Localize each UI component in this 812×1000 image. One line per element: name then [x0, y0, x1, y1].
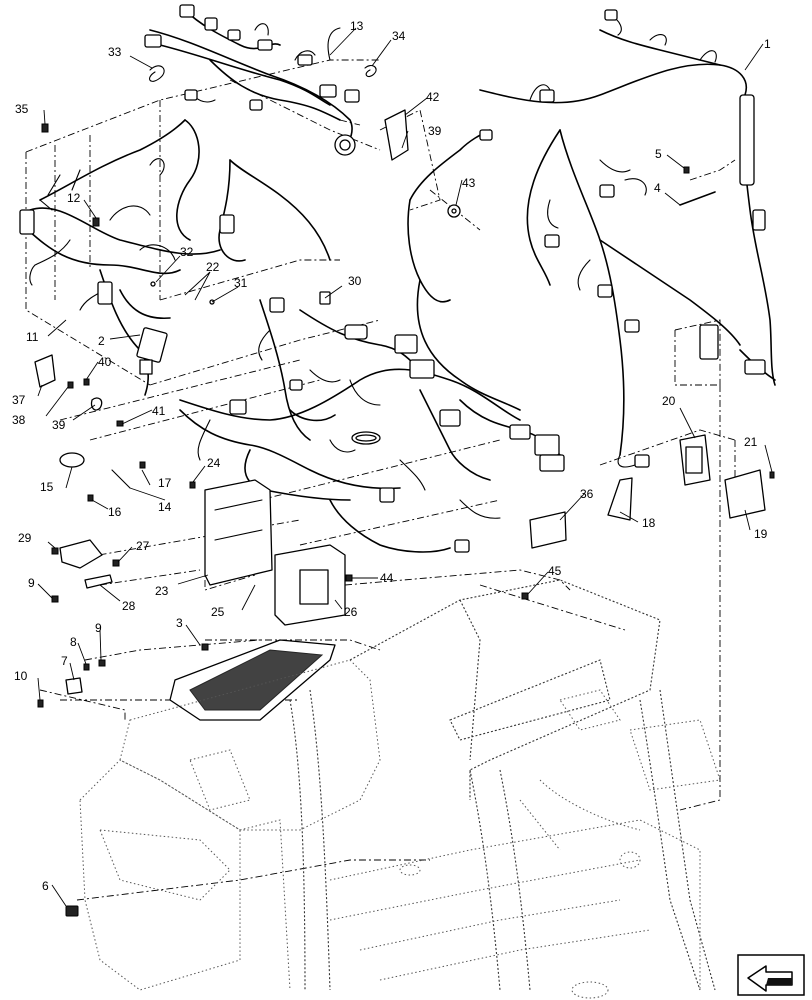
callout-17: 17 [158, 476, 172, 490]
machine-frame [79, 579, 721, 999]
callout-14: 14 [158, 500, 172, 514]
callout-36: 36 [580, 487, 594, 501]
callout-27: 27 [136, 539, 150, 553]
callout-13: 13 [350, 19, 364, 33]
center-wire-harness [179, 297, 565, 553]
callout-15: 15 [40, 480, 54, 494]
callout-23: 23 [155, 584, 169, 598]
callout-41: 41 [152, 404, 166, 418]
callout-10: 10 [14, 669, 28, 683]
callout-30: 30 [348, 274, 362, 288]
callout-25: 25 [211, 605, 225, 619]
left-wire-harness [19, 119, 221, 396]
callout-29: 29 [18, 531, 32, 545]
callout-43: 43 [462, 176, 476, 190]
callout-21: 21 [744, 435, 758, 449]
callout-38: 38 [12, 413, 26, 427]
callout-39a: 39 [52, 418, 66, 432]
top-wire-harness [144, 4, 360, 262]
callout-11: 11 [26, 330, 39, 344]
previous-page-arrow-icon[interactable] [737, 954, 805, 996]
callout-31: 31 [234, 276, 248, 290]
callout-3: 3 [176, 616, 183, 630]
callout-8: 8 [70, 635, 77, 649]
callout-40: 40 [98, 355, 112, 369]
callout-32: 32 [180, 245, 194, 259]
callout-16: 16 [108, 505, 122, 519]
callout-leaders [37, 27, 773, 907]
callout-42: 42 [426, 90, 440, 104]
callout-22: 22 [206, 260, 220, 274]
callout-37: 37 [12, 393, 26, 407]
callout-7: 7 [61, 654, 68, 668]
callout-9a: 9 [28, 576, 35, 590]
callout-33: 33 [108, 45, 122, 59]
callout-4: 4 [654, 181, 661, 195]
callout-24: 24 [207, 456, 221, 470]
callout-1: 1 [764, 37, 771, 51]
callout-19: 19 [754, 527, 768, 541]
callout-9b: 9 [95, 621, 102, 635]
callout-6: 6 [42, 879, 49, 893]
hardware-parts [34, 65, 775, 917]
callout-44: 44 [380, 571, 394, 585]
callout-39b: 39 [428, 124, 442, 138]
callout-45: 45 [548, 564, 562, 578]
callout-20: 20 [662, 394, 676, 408]
right-cab-wire-harness [407, 9, 776, 468]
callout-5: 5 [655, 147, 662, 161]
callout-26: 26 [344, 605, 358, 619]
callout-28: 28 [122, 599, 136, 613]
callout-labels: 1 2 3 4 5 6 7 8 9 9 10 11 12 13 14 15 16… [12, 19, 771, 893]
callout-18: 18 [642, 516, 656, 530]
callout-12: 12 [67, 191, 81, 205]
callout-34: 34 [392, 29, 406, 43]
callout-35: 35 [15, 102, 29, 116]
callout-2: 2 [98, 334, 105, 348]
